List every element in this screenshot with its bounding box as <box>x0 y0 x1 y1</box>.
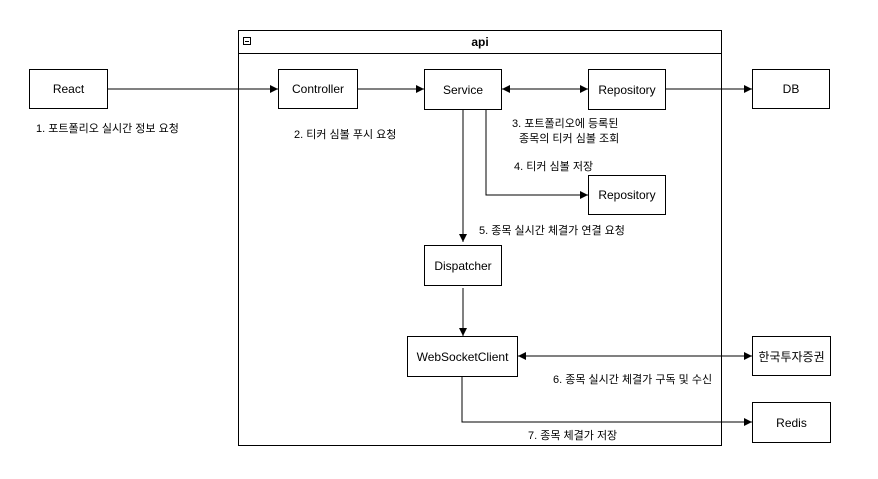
step-3-label-line2: 종목의 티커 심볼 조회 <box>519 133 620 145</box>
node-repository-top[interactable]: Repository <box>588 69 666 110</box>
collapse-icon[interactable] <box>243 37 251 45</box>
node-db[interactable]: DB <box>752 69 830 109</box>
api-container-header: api <box>239 31 721 54</box>
node-react[interactable]: React <box>29 69 108 109</box>
node-websocket-client[interactable]: WebSocketClient <box>407 336 518 377</box>
node-service[interactable]: Service <box>424 69 502 110</box>
step-4-label: 4. 티커 심볼 저장 <box>514 161 594 173</box>
api-container-title: api <box>471 35 489 49</box>
step-5-label: 5. 종목 실시간 체결가 연결 요청 <box>479 225 625 237</box>
node-controller[interactable]: Controller <box>278 69 358 109</box>
node-repository-mid[interactable]: Repository <box>588 175 666 215</box>
step-2-label: 2. 티커 심볼 푸시 요청 <box>294 129 397 141</box>
step-3-label-line1: 3. 포트폴리오에 등록된 <box>512 118 619 130</box>
node-redis[interactable]: Redis <box>752 402 831 443</box>
edge-service-repository-mid <box>485 110 588 199</box>
node-dispatcher[interactable]: Dispatcher <box>424 245 502 286</box>
step-6-label: 6. 종목 실시간 체결가 구독 및 수신 <box>553 374 713 386</box>
edge-websocket-redis <box>461 377 752 426</box>
step-7-label: 7. 종목 체결가 저장 <box>528 430 618 442</box>
node-korea-investment[interactable]: 한국투자증권 <box>752 336 831 376</box>
step-1-label: 1. 포트폴리오 실시간 정보 요청 <box>36 123 179 135</box>
